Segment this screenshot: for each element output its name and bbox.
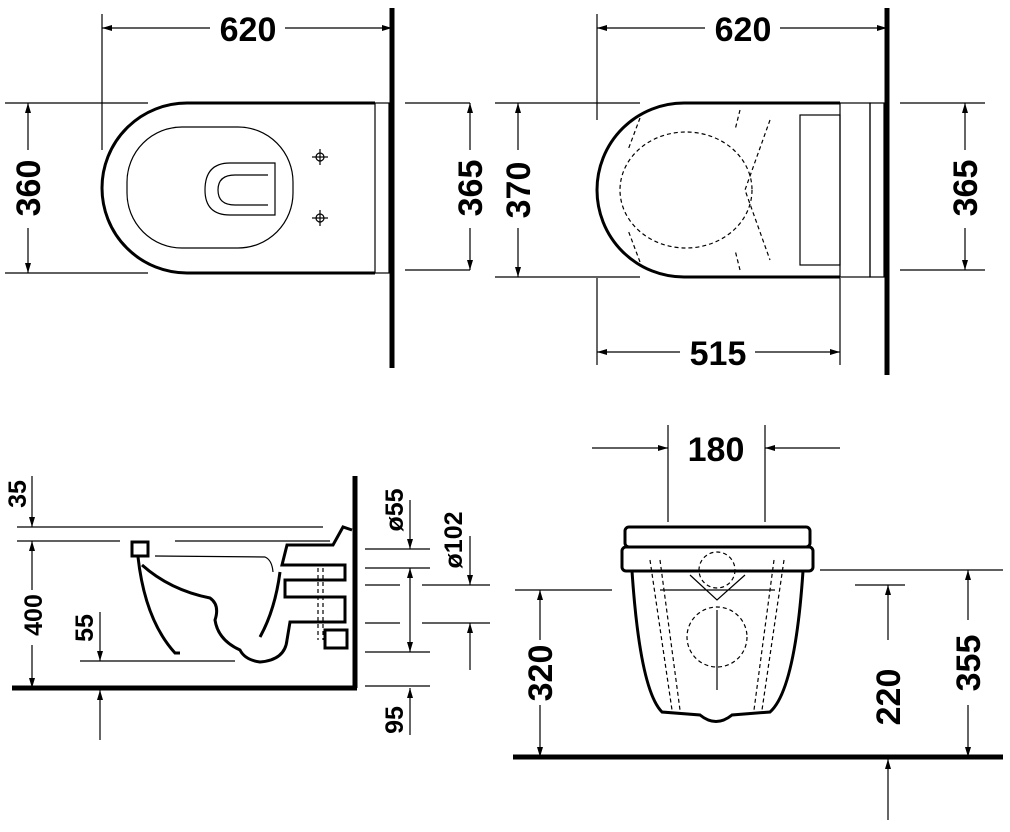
dim-width-620: 620	[715, 11, 772, 49]
front-view: 180 320 220 355	[513, 425, 1003, 820]
top-view-with-seat: 620 515 365 370 365	[452, 8, 985, 375]
dim-seat-35: 35	[4, 480, 32, 508]
dim-height-320: 320	[522, 645, 560, 702]
toilet-outline	[100, 101, 375, 275]
dim-floor-55: 55	[71, 614, 99, 642]
fixing-crosshair-icon	[312, 149, 328, 165]
dim-length-515: 515	[690, 335, 747, 373]
seat-opening	[619, 131, 753, 249]
seat-outline	[126, 126, 294, 249]
dim-outlet-diameter-102: ø102	[440, 512, 468, 569]
dim-height-400: 400	[20, 594, 48, 636]
bowl-opening	[204, 162, 276, 216]
side-view: 35 400 55 ø55 ø102 95	[4, 476, 490, 740]
dim-bolt-spacing-180: 180	[688, 431, 745, 469]
dim-outlet-offset-95: 95	[381, 706, 409, 734]
dim-depth-360: 360	[10, 160, 48, 217]
dim-outlet-diameter-55: ø55	[381, 488, 409, 531]
dim-height-355: 355	[950, 635, 988, 692]
top-view-plan: 620 360	[5, 8, 470, 368]
dim-depth-365-right: 365	[947, 160, 985, 217]
fixing-crosshair-icon	[312, 210, 328, 226]
dim-depth-365-left: 365	[452, 160, 490, 217]
toilet-outline	[595, 101, 840, 279]
dim-depth-370: 370	[500, 162, 538, 219]
dim-width-620: 620	[220, 11, 277, 49]
dim-inlet-220: 220	[870, 669, 908, 726]
